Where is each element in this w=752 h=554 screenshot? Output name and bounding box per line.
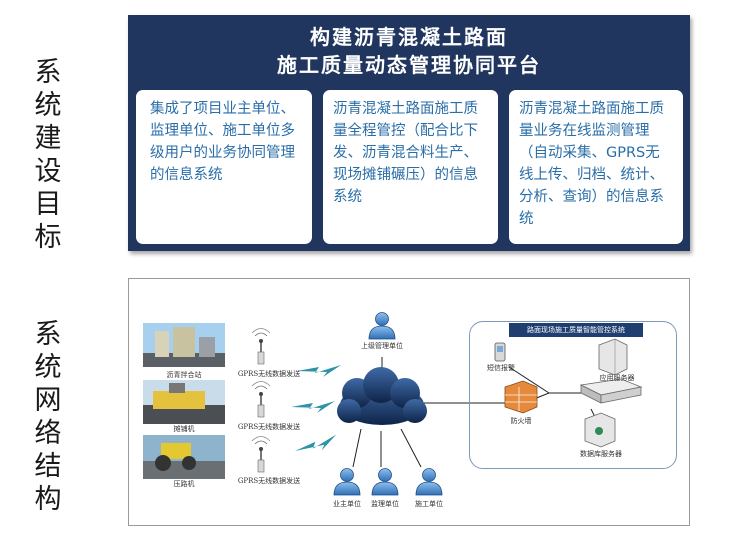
- caption-firewall: 防火墙: [510, 417, 532, 425]
- gprs-tower-3: [251, 435, 271, 473]
- caption-contractor: 施工单位: [415, 500, 443, 508]
- goal-box-collaboration: 集成了项目业主单位、监理单位、施工单位多级用户的业务协同管理的信息系统: [136, 90, 312, 244]
- person-icon-owner: [333, 468, 361, 496]
- photo-mixing-plant: [143, 323, 225, 367]
- caption-roller: 压路机: [173, 480, 195, 488]
- control-center-title: 路面现场施工质量智能管控系统: [509, 323, 643, 337]
- wireless-bolt-2: [291, 401, 335, 413]
- person-icon-superior: [368, 312, 396, 340]
- goal-panel: 构建沥青混凝土路面 施工质量动态管理协同平台 集成了项目业主单位、监理单位、施工…: [128, 15, 690, 251]
- caption-app-server: 应用服务器: [599, 374, 635, 382]
- caption-supervisor: 监理单位: [371, 500, 399, 508]
- connection-lines: [352, 357, 602, 468]
- photo-roller: [143, 435, 225, 479]
- caption-sms: 短信报警: [487, 364, 515, 372]
- caption-owner: 业主单位: [333, 500, 361, 508]
- photo-paver: [143, 380, 225, 424]
- goal-title-line2: 施工质量动态管理协同平台: [277, 53, 541, 77]
- goal-box-quality-control: 沥青混凝土路面施工质量全程管控（配合比下发、沥青混合料生产、现场摊铺碾压）的信息…: [323, 90, 498, 244]
- db-server-icon: [584, 412, 616, 448]
- goal-side-label: 系统建设目标: [34, 57, 62, 253]
- caption-superior: 上级管理单位: [361, 342, 403, 350]
- gprs-tower-2: [251, 380, 271, 418]
- firewall-icon: [504, 380, 538, 414]
- gprs-caption-1: GPRS无线数据发送: [237, 370, 301, 378]
- caption-db-server: 数据库服务器: [580, 450, 622, 458]
- goal-box-online-monitoring: 沥青混凝土路面施工质量业务在线监测管理（自动采集、GPRS无线上传、归档、统计、…: [509, 90, 683, 244]
- wireless-bolt-3: [293, 434, 340, 457]
- caption-paver: 摊铺机: [173, 425, 195, 433]
- caption-mixing-plant: 沥青拌合站: [166, 371, 202, 379]
- network-side-label: 系统网络结构: [34, 319, 62, 515]
- goal-title: 构建沥青混凝土路面 施工质量动态管理协同平台: [128, 23, 690, 79]
- control-center-box: [469, 321, 677, 469]
- gprs-caption-2: GPRS无线数据发送: [237, 423, 301, 431]
- internet-cloud: [337, 367, 427, 425]
- switch-icon: [579, 378, 643, 404]
- person-icon-contractor: [415, 468, 443, 496]
- app-server-icon: [598, 338, 628, 376]
- sms-phone-icon: [494, 342, 506, 362]
- network-diagram-canvas: [143, 312, 643, 496]
- network-diagram: 沥青拌合站 摊铺机 压路机 GPRS无线数据发送 GPRS无线数据发送 GPRS…: [128, 278, 690, 526]
- person-icon-supervisor: [371, 468, 399, 496]
- goal-title-line1: 构建沥青混凝土路面: [310, 25, 508, 49]
- gprs-caption-3: GPRS无线数据发送: [237, 477, 301, 485]
- gprs-tower-1: [251, 327, 271, 365]
